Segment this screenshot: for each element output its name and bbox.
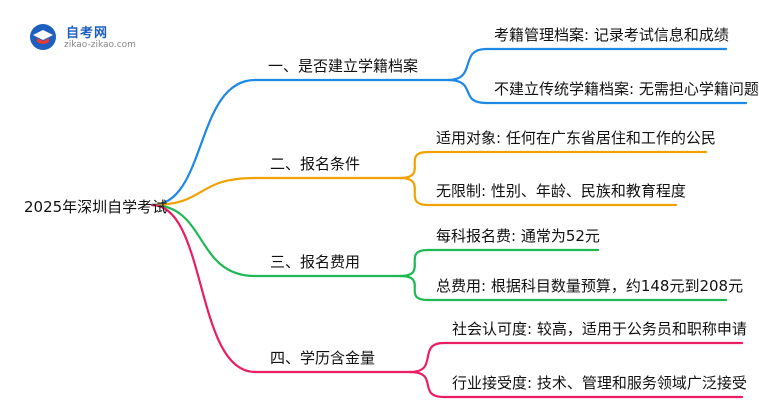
leaf-label: 行业接受度: 技术、管理和服务领域广泛接受	[452, 374, 747, 392]
leaf-label: 每科报名费: 通常为52元	[436, 227, 600, 245]
root-topic: 2025年深圳自学考试	[24, 198, 168, 216]
leaf-connector	[408, 370, 446, 399]
leaf-label: 无限制: 性别、年龄、民族和教育程度	[436, 182, 686, 200]
leaf-connector	[398, 248, 430, 278]
site-logo[interactable]: 自考网 zikao-zikao.com	[28, 20, 148, 56]
leaf-connector	[398, 150, 430, 180]
branch-connector	[150, 203, 257, 374]
leaf-label: 总费用: 根据科目数量预算，约148元到208元	[436, 277, 744, 295]
graduation-cap-icon	[30, 24, 56, 50]
logo-name: 自考网	[66, 26, 109, 41]
leaf-label: 考籍管理档案: 记录考试信息和成绩	[494, 26, 729, 44]
branch-connector	[150, 78, 257, 207]
leaf-connector	[446, 47, 488, 82]
leaf-connector	[408, 341, 446, 374]
branch-connector	[150, 203, 257, 278]
branch-label: 二、报名条件	[270, 155, 361, 173]
branch-label: 四、学历含金量	[270, 349, 376, 367]
leaf-connector	[398, 176, 430, 207]
logo-url: zikao-zikao.com	[64, 40, 136, 50]
leaf-label: 不建立传统学籍档案: 无需担心学籍问题	[494, 80, 759, 98]
leaf-connector	[398, 274, 430, 302]
branch-label: 三、报名费用	[270, 253, 361, 271]
leaf-connector	[446, 78, 488, 105]
leaf-label: 社会认可度: 较高，适用于公务员和职称申请	[452, 320, 747, 338]
branch-label: 一、是否建立学籍档案	[268, 57, 419, 75]
leaf-label: 适用对象: 任何在广东省居住和工作的公民	[436, 129, 716, 147]
branch-connector	[150, 176, 257, 207]
